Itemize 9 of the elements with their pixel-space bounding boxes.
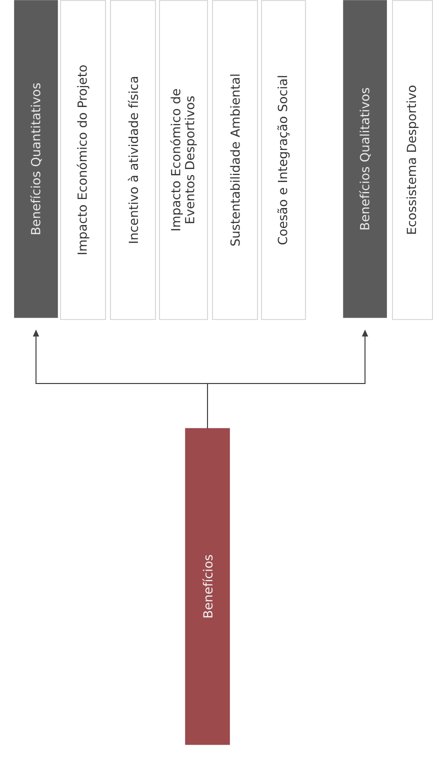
benefit-box: Incentivo à atividade física (110, 0, 156, 320)
category-header: Benefícios Qualitativos (343, 0, 387, 318)
benefit-box: Sustentabilidade Ambiental (212, 0, 258, 320)
benefit-box: Impacto Económico de Eventos Desportivos (159, 0, 208, 320)
benefit-box: Coesão e Integração Social (261, 0, 306, 320)
root-box: Benefícios (185, 428, 230, 745)
category-header: Benefícios Quantitativos (14, 0, 58, 318)
benefit-box: Impacto Económico do Projeto (60, 0, 106, 320)
benefit-box: Ecossistema Desportivo (392, 0, 433, 320)
